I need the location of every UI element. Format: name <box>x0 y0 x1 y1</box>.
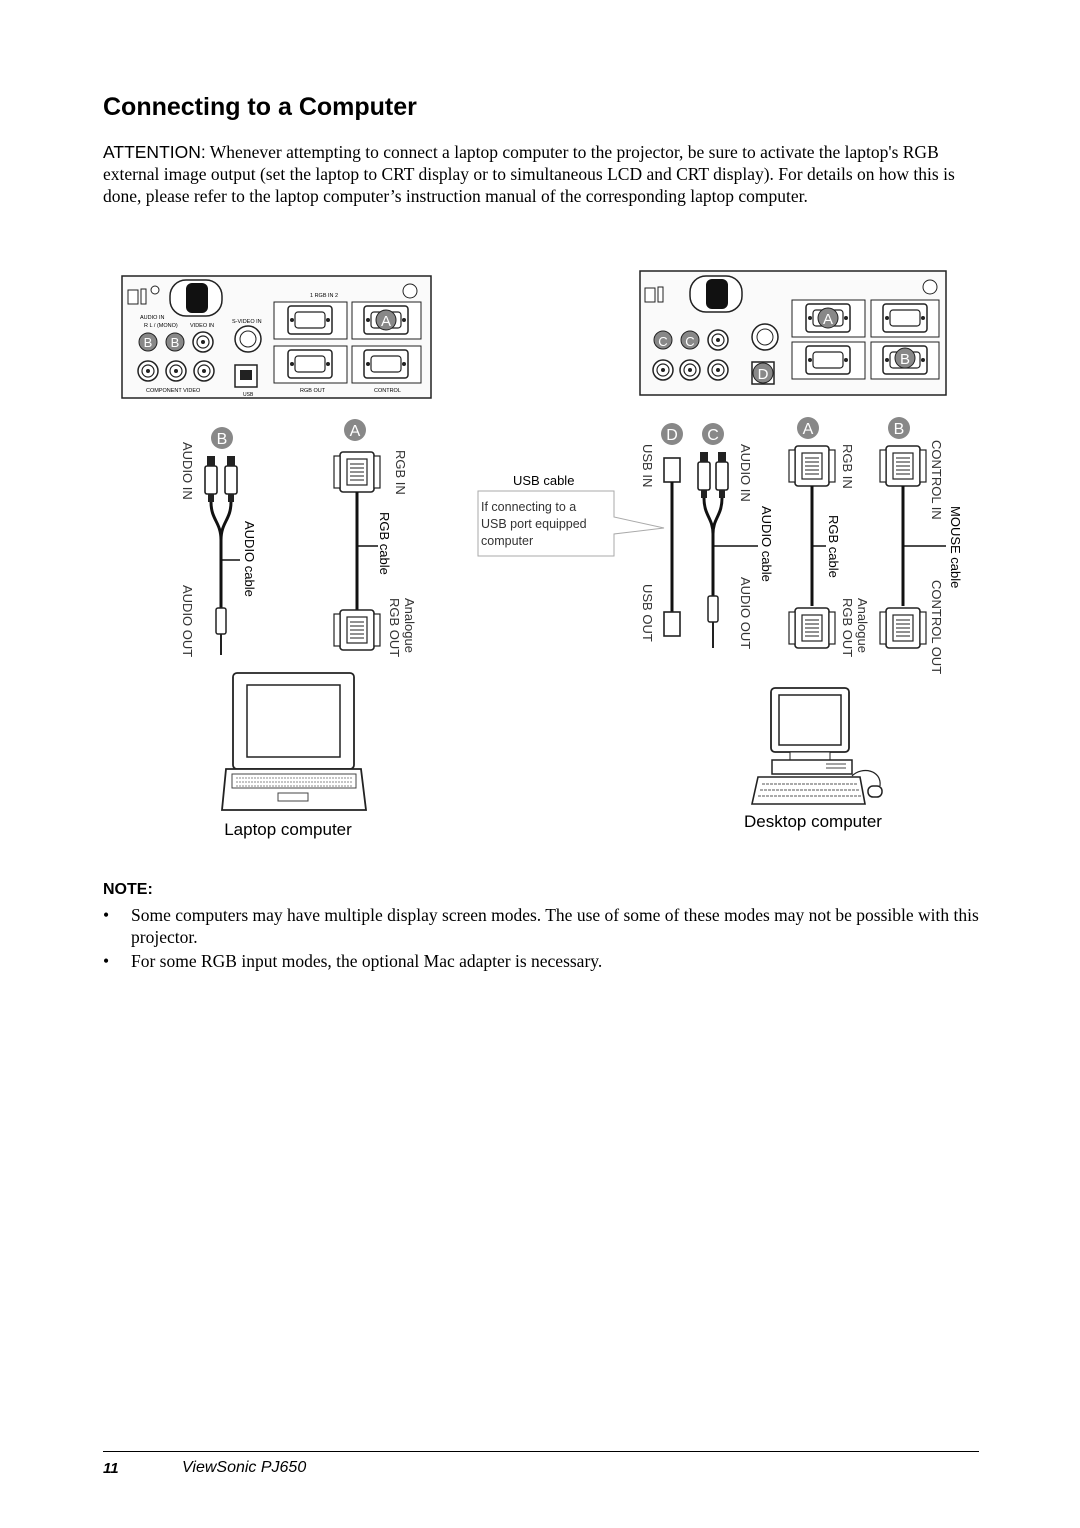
laptop-audio-out-label: AUDIO OUT <box>180 585 195 657</box>
usb-cable: D USB cable If connecting to a USB port … <box>477 423 683 642</box>
desktop-rgb-cable: A RGB IN RGB cable Analogue RGB OUT <box>788 417 870 657</box>
component-label: COMPONENT VIDEO <box>146 388 201 394</box>
laptop-audio-cable-label: AUDIO cable <box>242 521 257 597</box>
badge-a-panel: A <box>381 313 391 330</box>
desktop-caption: Desktop computer <box>744 812 882 831</box>
badge-d-panel: D <box>758 366 769 383</box>
badge-b-1: B <box>144 335 153 350</box>
badge-a-cable: A <box>350 423 361 440</box>
badge-b-panel-right: B <box>900 351 910 368</box>
attention-label: ATTENTION: <box>103 142 206 162</box>
usb-callout-line1: If connecting to a <box>481 500 576 514</box>
control-label: CONTROL <box>374 388 401 394</box>
desktop-usb-out-label: USB OUT <box>640 584 655 642</box>
svideo-label: S-VIDEO IN <box>232 319 262 325</box>
note-heading: NOTE: <box>103 881 153 898</box>
projector-panel-left: AUDIO IN R L / (MONO) VIDEO IN S-VIDEO I… <box>121 275 432 399</box>
badge-b-cable-right: B <box>894 421 905 438</box>
mouse-cable-label: MOUSE cable <box>948 506 963 588</box>
badge-a-panel-right: A <box>823 311 833 328</box>
laptop-rgb-cable-label: RGB cable <box>377 512 392 575</box>
usb-label: USB <box>243 392 254 398</box>
badge-c-2: C <box>685 334 694 349</box>
usb-cable-label: USB cable <box>513 473 574 488</box>
attention-paragraph: ATTENTION: Whenever attempting to connec… <box>103 141 979 207</box>
desktop-control-out-label: CONTROL OUT <box>929 580 944 674</box>
mouse-cable: B CONTROL IN MOUSE cable CONTROL OUT <box>879 417 963 674</box>
projector-panel-right: C C D A B <box>639 270 947 396</box>
laptop-rgb-out-label: RGB OUT <box>387 598 402 657</box>
desktop-audio-in-label: AUDIO IN <box>738 444 753 502</box>
bullet-marker: • <box>103 905 110 925</box>
desktop-computer-illustration <box>751 687 883 805</box>
footer-brand: ViewSonic PJ650 <box>182 1459 307 1476</box>
badge-a-cable-right: A <box>803 421 814 438</box>
laptop-caption: Laptop computer <box>224 820 352 839</box>
laptop-analogue-label: Analogue <box>402 598 417 653</box>
laptop-rgb-cable: A RGB IN RGB cable Analogue RGB OUT <box>333 419 417 657</box>
bullet-marker: • <box>103 951 110 971</box>
badge-c-1: C <box>658 334 667 349</box>
badge-c-cable: C <box>707 427 719 444</box>
lr-mono-label: R L / (MONO) <box>144 323 178 329</box>
desktop-rgb-in-label: RGB IN <box>840 444 855 489</box>
rgb-in-label: 1 RGB IN 2 <box>310 293 338 299</box>
attention-text: Whenever attempting to connect a laptop … <box>103 142 955 206</box>
desktop-analogue-label: Analogue <box>855 598 870 653</box>
desktop-usb-in-label: USB IN <box>640 444 655 487</box>
desktop-rgb-out-label: RGB OUT <box>840 598 855 657</box>
rgb-out-label: RGB OUT <box>300 388 326 394</box>
usb-callout-line3: computer <box>481 534 533 548</box>
note-bullet-text: For some RGB input modes, the optional M… <box>131 951 603 971</box>
desktop-audio-cable-label: AUDIO cable <box>759 506 774 582</box>
laptop-computer-illustration <box>221 672 368 811</box>
note-bullet: • For some RGB input modes, the optional … <box>103 950 979 972</box>
laptop-audio-in-label: AUDIO IN <box>180 442 195 500</box>
laptop-audio-cable: B AUDIO IN AUDIO cable AUDIO OUT <box>180 427 257 657</box>
desktop-audio-cable: C AUDIO IN AUDIO cable AUDIO OUT <box>697 423 774 649</box>
desktop-rgb-cable-label: RGB cable <box>826 515 841 578</box>
desktop-control-in-label: CONTROL IN <box>929 440 944 520</box>
badge-d-cable: D <box>666 427 678 444</box>
page-title: Connecting to a Computer <box>103 93 417 121</box>
laptop-rgb-in-label: RGB IN <box>393 450 408 495</box>
usb-callout-line2: USB port equipped <box>481 517 587 531</box>
video-in-label: VIDEO IN <box>190 323 214 329</box>
badge-b-2: B <box>171 335 180 350</box>
footer-divider <box>103 1451 979 1452</box>
badge-b-cable: B <box>217 431 228 448</box>
connection-diagram: AUDIO IN R L / (MONO) VIDEO IN S-VIDEO I… <box>121 270 963 839</box>
note-bullet: • Some computers may have multiple displa… <box>103 904 979 948</box>
audio-in-label: AUDIO IN <box>140 315 164 321</box>
page-number: 11 <box>103 1460 119 1477</box>
note-bullet-text: Some computers may have multiple display… <box>131 905 979 947</box>
desktop-audio-out-label: AUDIO OUT <box>738 577 753 649</box>
